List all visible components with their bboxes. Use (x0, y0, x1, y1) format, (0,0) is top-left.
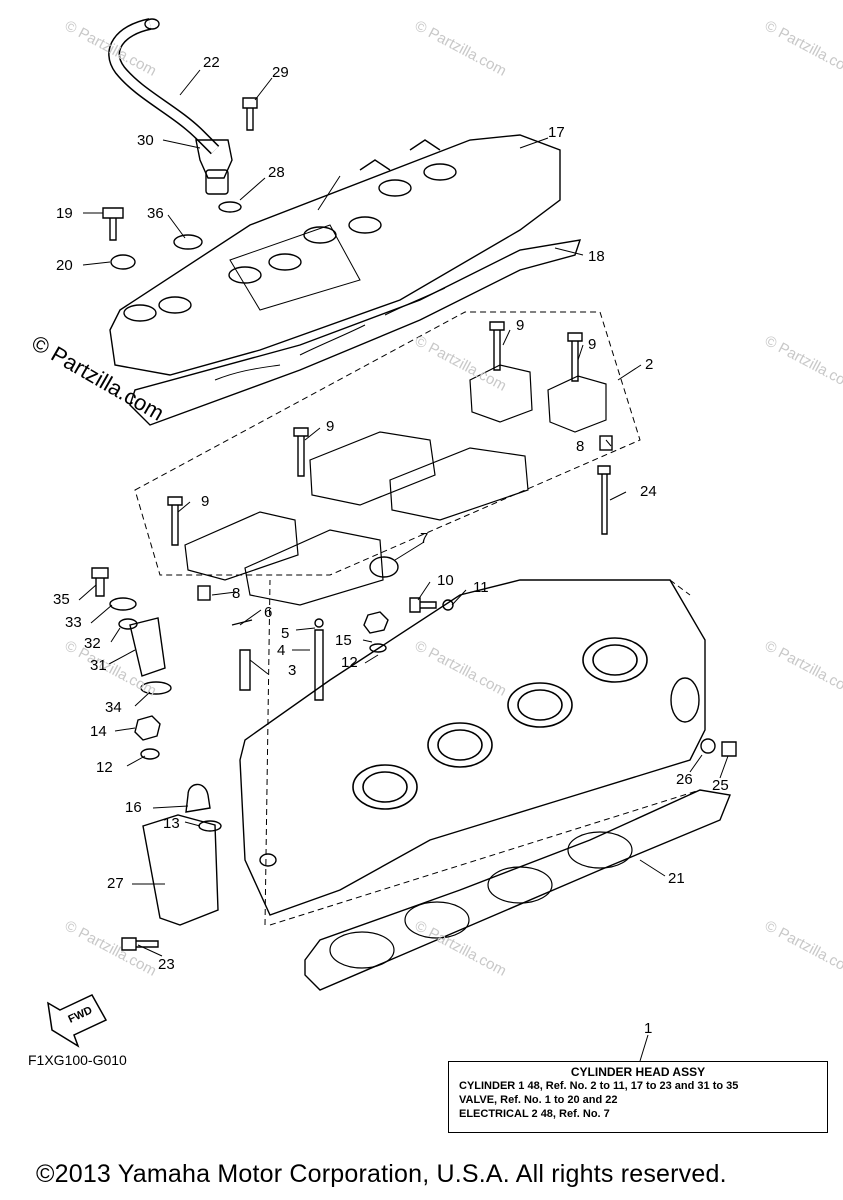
part-label: 32 (84, 635, 101, 652)
part-label: 33 (65, 614, 82, 631)
part-label: 9 (588, 336, 597, 353)
part-label: 12 (341, 654, 358, 671)
part-label: 20 (56, 257, 73, 274)
part-label: 34 (105, 699, 122, 716)
part-label: 11 (473, 579, 489, 596)
part-label: 23 (158, 956, 175, 973)
part-label: 35 (53, 591, 70, 608)
part-label: 6 (264, 604, 273, 621)
guide-4 (239, 649, 251, 691)
plug-23 (721, 741, 737, 757)
valve-cover (109, 134, 561, 376)
clip-5 (314, 618, 324, 628)
sensor-31 (129, 617, 166, 677)
guide-3 (314, 629, 324, 701)
assy-row: VALVE, Ref. No. 1 to 20 and 22 (459, 1094, 618, 1106)
cylinder-head (239, 579, 706, 916)
bolt-35 (91, 567, 109, 597)
part-label: 17 (548, 124, 565, 141)
part-label: 15 (335, 632, 352, 649)
part-label: 2 (645, 356, 654, 373)
washer-33 (109, 597, 137, 611)
part-label: 25 (712, 777, 729, 794)
part-label: 7 (420, 530, 429, 547)
part-label: 3 (288, 662, 297, 679)
nut-15 (363, 611, 389, 634)
part-label: 10 (437, 572, 454, 589)
head-gasket (304, 789, 731, 991)
part-label: 9 (516, 317, 525, 334)
part-label: 30 (137, 132, 154, 149)
assy-table: CYLINDER HEAD ASSY CYLINDER 1 48, Ref. N… (448, 1061, 828, 1133)
hose-fitting (195, 139, 233, 179)
cap-nut-16 (185, 783, 211, 813)
part-label: 27 (107, 875, 124, 892)
grommet-36 (173, 234, 203, 250)
part-label: 1 (644, 1020, 653, 1037)
part-label: 8 (232, 585, 241, 602)
bolt-26 (121, 937, 159, 951)
part-label: 9 (201, 493, 210, 510)
o-ring-34 (140, 681, 172, 695)
part-label: 5 (281, 625, 290, 642)
part-label: 26 (676, 771, 693, 788)
grommet-20 (110, 254, 136, 270)
part-label: 14 (90, 723, 107, 740)
part-label: 8 (576, 438, 585, 455)
part-label: 28 (268, 164, 285, 181)
part-label: 31 (90, 657, 107, 674)
washer-12 (140, 748, 160, 760)
part-label: 12 (96, 759, 113, 776)
part-label: 21 (668, 870, 685, 887)
cam-caps (184, 364, 607, 606)
assy-row: ELECTRICAL 2 48, Ref. No. 7 (459, 1108, 610, 1120)
assy-row: CYLINDER 1 48, Ref. No. 2 to 11, 17 to 2… (459, 1080, 739, 1092)
bracket-25 (142, 814, 219, 926)
o-ring-28 (218, 201, 242, 213)
bolt-19 (102, 207, 124, 241)
bolt-29 (242, 97, 258, 131)
part-label: 29 (272, 64, 289, 81)
part-label: 19 (56, 205, 73, 222)
part-label: 4 (277, 642, 286, 659)
part-label: 16 (125, 799, 142, 816)
intake-ports (352, 637, 648, 810)
part-label: 18 (588, 248, 605, 265)
valve-cover-gasket (129, 239, 582, 426)
washer-22 (700, 738, 716, 754)
fwd-arrow (47, 994, 108, 1048)
part-label: 9 (326, 418, 335, 435)
assy-title: CYLINDER HEAD ASSY (570, 1065, 706, 1079)
washer-13 (198, 820, 222, 832)
cam-cap-box (134, 311, 641, 576)
part-label: 36 (147, 205, 164, 222)
copyright-notice: ©2013 Yamaha Motor Corporation, U.S.A. A… (36, 1160, 727, 1188)
nut-14 (134, 715, 161, 741)
part-label: 13 (163, 815, 180, 832)
part-label: 22 (203, 54, 220, 71)
drawing-code: F1XG100-G010 (28, 1052, 127, 1068)
part-label: 24 (640, 483, 657, 500)
